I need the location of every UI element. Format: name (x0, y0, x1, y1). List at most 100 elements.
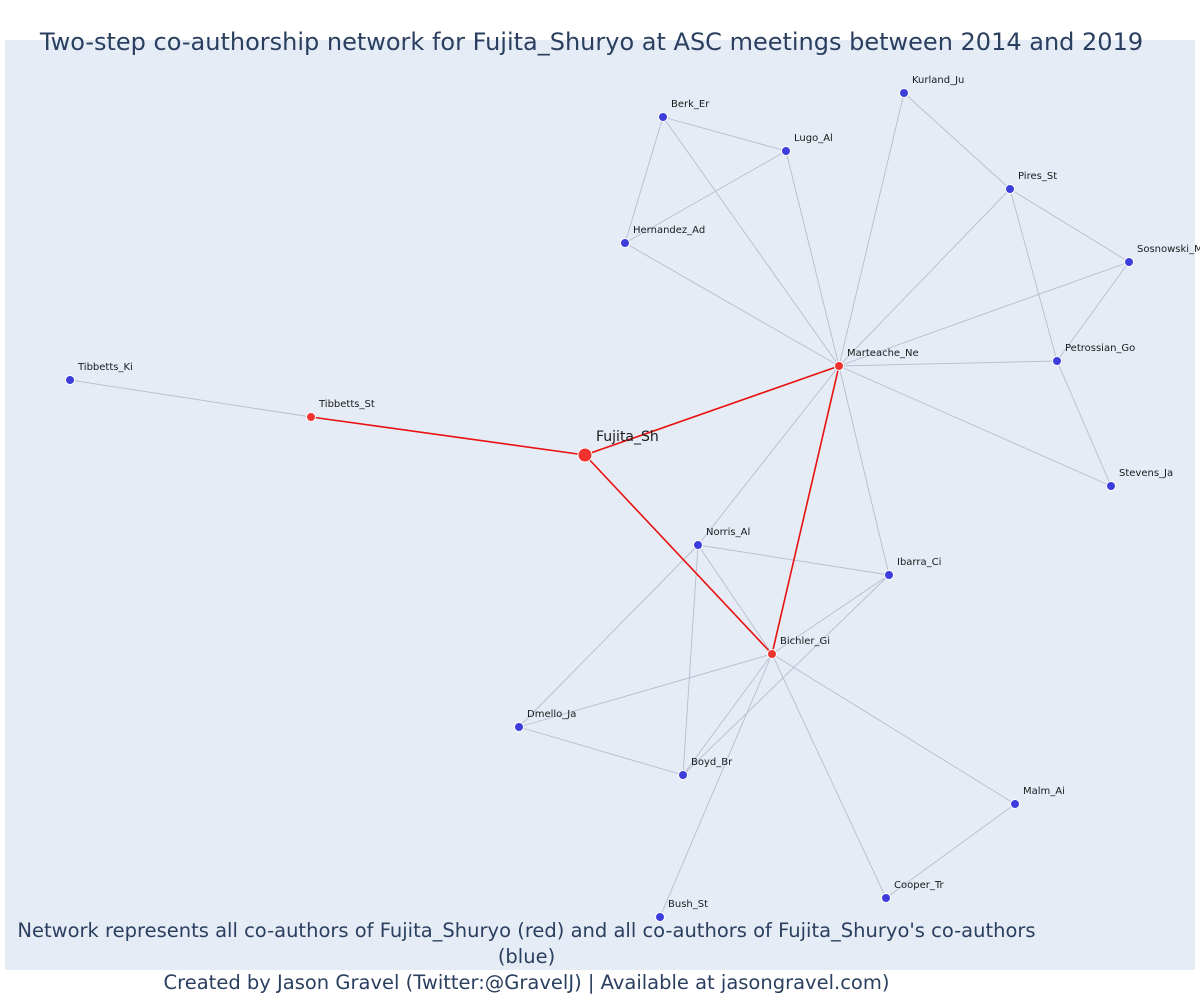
edge-Berk_Er-Hernandez_Ad (624, 116, 664, 244)
node-label: Tibbetts_St (318, 399, 375, 410)
caption: Network represents all co-authors of Fuj… (0, 918, 1053, 996)
node-Marteache_Ne[interactable]: Marteache_Ne (834, 348, 919, 371)
edge-Kurland_Ju-Pires_St (903, 92, 1011, 190)
edge-Petrossian_Go-Marteache_Ne (838, 360, 1058, 367)
node-marker[interactable] (655, 912, 665, 922)
caption-line-2: Created by Jason Gravel (Twitter:@Gravel… (163, 971, 890, 994)
node-marker[interactable] (620, 238, 630, 248)
node-label: Kurland_Ju (912, 75, 964, 86)
node-label: Lugo_Al (794, 133, 833, 144)
node-label: Pires_St (1018, 171, 1057, 182)
edge-Sosnowski_M-Marteache_Ne (838, 261, 1130, 367)
node-label: Dmello_Ja (527, 709, 576, 720)
node-label: Fujita_Sh (596, 429, 659, 445)
node-Pires_St[interactable]: Pires_St (1005, 171, 1058, 194)
node-Dmello_Ja[interactable]: Dmello_Ja (514, 709, 577, 732)
node-label: Marteache_Ne (847, 348, 919, 359)
edge-Berk_Er-Marteache_Ne (662, 116, 840, 367)
node-marker[interactable] (1052, 356, 1062, 366)
node-Sosnowski_M[interactable]: Sosnowski_M (1124, 244, 1200, 267)
node-marker[interactable] (767, 649, 777, 659)
node-label: Berk_Er (671, 99, 710, 110)
node-label: Bichler_Gi (780, 636, 830, 647)
edge-Malm_Ai-Bichler_Gi (771, 653, 1016, 805)
edge-Lugo_Al-Marteache_Ne (785, 150, 840, 367)
edge-Pires_St-Petrossian_Go (1009, 188, 1058, 362)
node-Fujita_Sh[interactable]: Fujita_Sh (577, 429, 659, 463)
node-Stevens_Ja[interactable]: Stevens_Ja (1106, 468, 1174, 491)
edge-Marteache_Ne-Bichler_Gi (771, 365, 840, 655)
node-label: Boyd_Br (691, 757, 733, 768)
node-label: Hernandez_Ad (633, 225, 705, 236)
chart-title: Two-step co-authorship network for Fujit… (39, 28, 1144, 56)
node-marker[interactable] (881, 893, 891, 903)
edge-Boyd_Br-Bichler_Gi (682, 653, 773, 776)
edge-Sosnowski_M-Petrossian_Go (1056, 261, 1130, 362)
edge-Berk_Er-Lugo_Al (662, 116, 787, 152)
node-layer: Fujita_Sh Tibbetts_St Marteache_NeBichler_… (65, 75, 1200, 922)
node-label: Sosnowski_M (1137, 244, 1200, 255)
edge-Ibarra_Ci-Boyd_Br (682, 574, 890, 776)
edge-Norris_Al-Boyd_Br (682, 544, 699, 776)
node-Boyd_Br[interactable]: Boyd_Br (678, 757, 734, 780)
edge-Fujita_Sh-Marteache_Ne (584, 365, 840, 456)
node-marker[interactable] (306, 412, 316, 422)
node-marker[interactable] (834, 361, 844, 371)
edge-Dmello_Ja-Boyd_Br (518, 726, 684, 776)
node-marker[interactable] (1010, 799, 1020, 809)
node-marker[interactable] (1005, 184, 1015, 194)
node-Berk_Er[interactable]: Berk_Er (658, 99, 711, 122)
node-Lugo_Al[interactable]: Lugo_Al (781, 133, 833, 156)
edge-Cooper_Tr-Bichler_Gi (771, 653, 887, 899)
edge-Hernandez_Ad-Marteache_Ne (624, 242, 840, 367)
node-Bush_St[interactable]: Bush_St (655, 899, 709, 922)
node-label: Stevens_Ja (1119, 468, 1173, 479)
node-marker[interactable] (693, 540, 703, 550)
edge-Norris_Al-Dmello_Ja (518, 544, 699, 728)
node-Kurland_Ju[interactable]: Kurland_Ju (899, 75, 965, 98)
edge-Kurland_Ju-Marteache_Ne (838, 92, 905, 367)
edge-Norris_Al-Bichler_Gi (697, 544, 773, 655)
node-label: Bush_St (668, 899, 708, 910)
edge-Ibarra_Ci-Marteache_Ne (838, 365, 890, 576)
node-marker[interactable] (884, 570, 894, 580)
edge-Fujita_Sh-Bichler_Gi (584, 454, 773, 655)
node-label: Petrossian_Go (1065, 343, 1135, 354)
edge-Stevens_Ja-Marteache_Ne (838, 365, 1112, 487)
node-Cooper_Tr[interactable]: Cooper_Tr (881, 880, 945, 903)
edge-Pires_St-Sosnowski_M (1009, 188, 1130, 263)
edge-Bush_St-Bichler_Gi (659, 653, 773, 918)
node-marker[interactable] (781, 146, 791, 156)
edge-layer (69, 92, 1130, 918)
node-Hernandez_Ad[interactable]: Hernandez_Ad (620, 225, 706, 248)
edge-Fujita_Sh-Tibbetts_St (310, 416, 586, 456)
node-marker[interactable] (65, 375, 75, 385)
edge-Pires_St-Marteache_Ne (838, 188, 1011, 367)
node-marker[interactable] (1124, 257, 1134, 267)
node-label: Norris_Al (706, 527, 750, 538)
node-Tibbetts_Ki[interactable]: Tibbetts_Ki (65, 362, 133, 385)
node-Petrossian_Go[interactable]: Petrossian_Go (1052, 343, 1136, 366)
node-label: Malm_Ai (1023, 786, 1065, 797)
node-label: Cooper_Tr (894, 880, 944, 891)
node-label: Ibarra_Ci (897, 557, 941, 568)
edge-Lugo_Al-Hernandez_Ad (624, 150, 787, 244)
node-Ibarra_Ci[interactable]: Ibarra_Ci (884, 557, 942, 580)
node-Bichler_Gi[interactable]: Bichler_Gi (767, 636, 831, 659)
node-label: Tibbetts_Ki (77, 362, 133, 373)
plot-background (5, 40, 1195, 970)
node-marker[interactable] (1106, 481, 1116, 491)
node-marker[interactable] (899, 88, 909, 98)
node-marker[interactable] (658, 112, 668, 122)
node-Tibbetts_St[interactable]: Tibbetts_St (306, 399, 375, 422)
node-marker[interactable] (577, 447, 593, 463)
edge-Ibarra_Ci-Bichler_Gi (771, 574, 890, 655)
node-Malm_Ai[interactable]: Malm_Ai (1010, 786, 1065, 809)
node-Norris_Al[interactable]: Norris_Al (693, 527, 751, 550)
edge-Norris_Al-Marteache_Ne (697, 365, 840, 546)
node-marker[interactable] (514, 722, 524, 732)
edge-Petrossian_Go-Stevens_Ja (1056, 360, 1112, 487)
edge-Tibbetts_St-Tibbetts_Ki (69, 379, 312, 418)
node-marker[interactable] (678, 770, 688, 780)
